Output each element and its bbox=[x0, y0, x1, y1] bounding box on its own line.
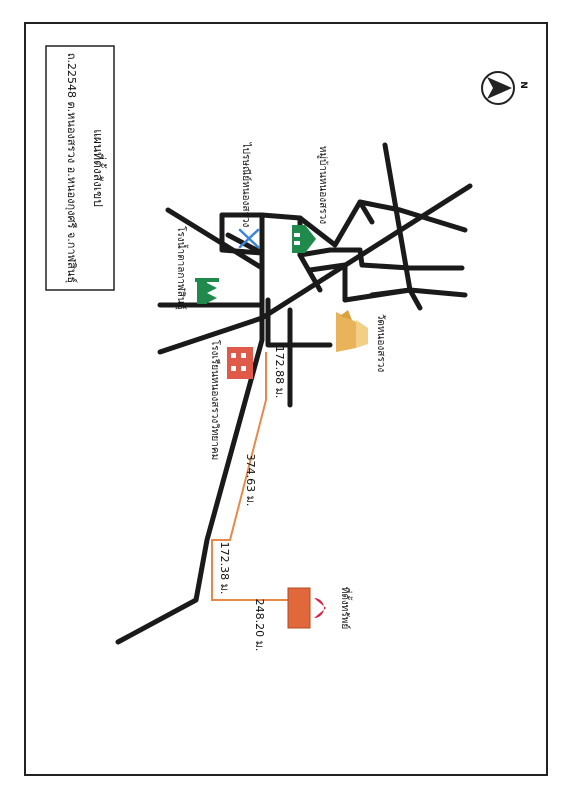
school-icon bbox=[227, 347, 253, 379]
label-post-office: ไปรษณีย์หนองสรวง bbox=[240, 142, 252, 228]
road-network bbox=[115, 142, 473, 645]
north-arrow-icon bbox=[481, 71, 515, 105]
site-box bbox=[287, 587, 311, 629]
label-school: โรงเรียนหนองสรวงวิทยาคม bbox=[209, 340, 222, 460]
distance-label-1: 172.88 ม. bbox=[273, 346, 286, 399]
distance-label-4: 248.20 ม. bbox=[253, 599, 266, 652]
map-frame bbox=[24, 22, 548, 776]
road-left-diag bbox=[165, 207, 265, 271]
route-line bbox=[211, 352, 290, 601]
distance-label-2: 374.63 ม. bbox=[244, 454, 257, 507]
label-factory: โรงน้ำตาลกาฬสินธุ์ bbox=[175, 226, 189, 310]
title-box bbox=[45, 45, 115, 291]
road-block-d bbox=[297, 247, 365, 268]
label-temple: วัดหนองสรวง bbox=[375, 314, 386, 373]
label-site: ที่ตั้งทรัพย์ bbox=[339, 587, 353, 629]
temple-icon bbox=[336, 310, 368, 352]
location-pin-icon bbox=[314, 598, 326, 618]
map-address: ถ.22548 ต.หนองสรวง อ.หนองกุงศรี จ.กาฬสิน… bbox=[65, 53, 78, 283]
map-title: แผนที่ตั้งสังเขป bbox=[91, 129, 107, 207]
distance-label-3: 172.38 ม. bbox=[218, 542, 231, 595]
road-block-g bbox=[265, 297, 333, 348]
road-block-c bbox=[297, 199, 375, 248]
road-mid-cross bbox=[342, 287, 413, 303]
factory-icon bbox=[195, 278, 219, 304]
road-block-e bbox=[307, 262, 348, 303]
road-block-b bbox=[219, 212, 265, 256]
road-left-spur bbox=[225, 232, 265, 256]
road-right-mid bbox=[359, 262, 465, 271]
road-right-top bbox=[357, 199, 468, 233]
label-village: หมู่บ้านหนองสรวง bbox=[317, 146, 329, 224]
main-highway bbox=[115, 212, 265, 645]
post-office-icon bbox=[238, 228, 260, 249]
north-letter: N bbox=[518, 81, 528, 89]
village-icon bbox=[292, 225, 316, 253]
